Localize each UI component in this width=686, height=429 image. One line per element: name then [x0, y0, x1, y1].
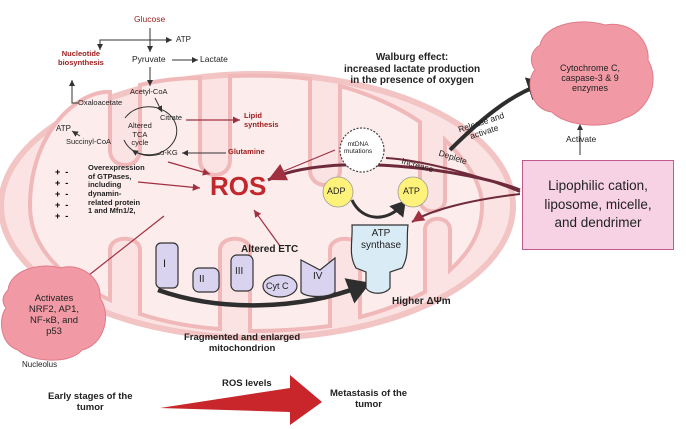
adp-circle [322, 176, 354, 208]
lipid-label: Lipid synthesis [244, 111, 279, 129]
complex-ii-label: II [199, 274, 205, 285]
atp-circle [397, 176, 429, 208]
oxaloacetate-label: Oxaloacetate [78, 98, 123, 107]
citrate-label: Citrate [160, 113, 183, 122]
cytochrome-label: Cytochrome C, caspase-3 & 9 enzymes [559, 63, 621, 93]
ros-levels-arrow [160, 375, 322, 425]
atp-synthase [350, 224, 409, 294]
higher-dpm-label: Higher ΔΨm [392, 296, 451, 307]
metastasis-label: Metastasis of the tumor [330, 388, 408, 410]
early-label: Early stages of the tumor [48, 391, 133, 413]
arrow-adp-atp [350, 199, 406, 219]
complex-iv [300, 256, 336, 298]
succinyl-label: Succinyl-CoA [66, 137, 112, 146]
atp-synthase-label: ATP synthase [360, 228, 402, 251]
complex-iv-label: IV [313, 271, 323, 282]
plus-minus-sign: + - [55, 167, 69, 177]
fragmented-label: Fragmented and enlarged mitochondrion [184, 332, 301, 354]
plus-minus-sign: + - [55, 178, 69, 188]
nucleolus-text: Activates NRF2, AP1, NF-κB, and p53 [28, 293, 80, 337]
adp-label: ADP [327, 186, 346, 196]
nucleolus-blob [1, 265, 107, 361]
akg-label: α-KG [160, 148, 178, 157]
glutamine-label: Glutamine [228, 147, 265, 156]
plus-minus-sign: + - [55, 189, 69, 199]
arrow-etc-ros [253, 209, 281, 247]
mtdna-label: mtDNA mutations [344, 141, 373, 156]
arrow-to-nucleotide [97, 39, 150, 50]
cytc-label: Cyt C [266, 281, 289, 291]
tca-cycle-lower [123, 139, 161, 156]
nucleolus-label: Nucleolus [22, 360, 58, 369]
complex-iii-label: III [235, 266, 244, 277]
complex-i-label: I [163, 258, 167, 270]
cytc-blob [262, 274, 298, 298]
arrow-acetyl-citrate [154, 97, 163, 113]
arrow-increase-to-atp [411, 193, 521, 223]
cytochrome-blob [529, 21, 654, 126]
lactate-label: Lactate [200, 54, 228, 64]
atp-yellow-label: ATP [403, 186, 420, 196]
arrow-succinyl-atp [71, 130, 81, 137]
pyruvate-label: Pyruvate [132, 54, 166, 64]
arrow-oxaloacetate-nucleotide [69, 80, 78, 104]
complex-i [155, 242, 179, 289]
tca-label: Altered TCA cycle [128, 121, 152, 148]
activate-label: Activate [566, 134, 597, 144]
atp-top-label: ATP [176, 35, 191, 44]
nucleotide-label: Nucleotide biosynthesis [58, 49, 104, 67]
complex-ii [192, 267, 220, 293]
ros-label: ROS [210, 171, 267, 201]
gtpases-label: Overexpression of GTPases, including dyn… [88, 163, 145, 216]
acetyl-coa-label: Acetyl-CoA [130, 87, 168, 96]
arrow-tca-ros [167, 161, 211, 176]
ros-levels-label: ROS levels [222, 378, 272, 389]
arrow-gtpases-ros [137, 181, 201, 191]
atp-left-label: ATP [56, 124, 71, 133]
warburg-label: Walburg effect: increased lactate produc… [344, 52, 481, 86]
lipophilic-box: Lipophilic cation, liposome, micelle, an… [522, 160, 674, 250]
plus-minus-sign: + - [55, 200, 69, 210]
glucose-label: Glucose [134, 14, 166, 24]
tca-cycle-circle [124, 106, 178, 156]
arrow-increase [385, 157, 521, 193]
arrow-etc-flow [157, 278, 371, 308]
complex-iii [230, 254, 254, 292]
plus-minus-sign: + - [55, 211, 69, 221]
mtdna-circle [339, 127, 385, 173]
plus-minus-column: + - + - + - + - + - [55, 167, 68, 222]
altered-etc-label: Altered ETC [241, 244, 299, 255]
